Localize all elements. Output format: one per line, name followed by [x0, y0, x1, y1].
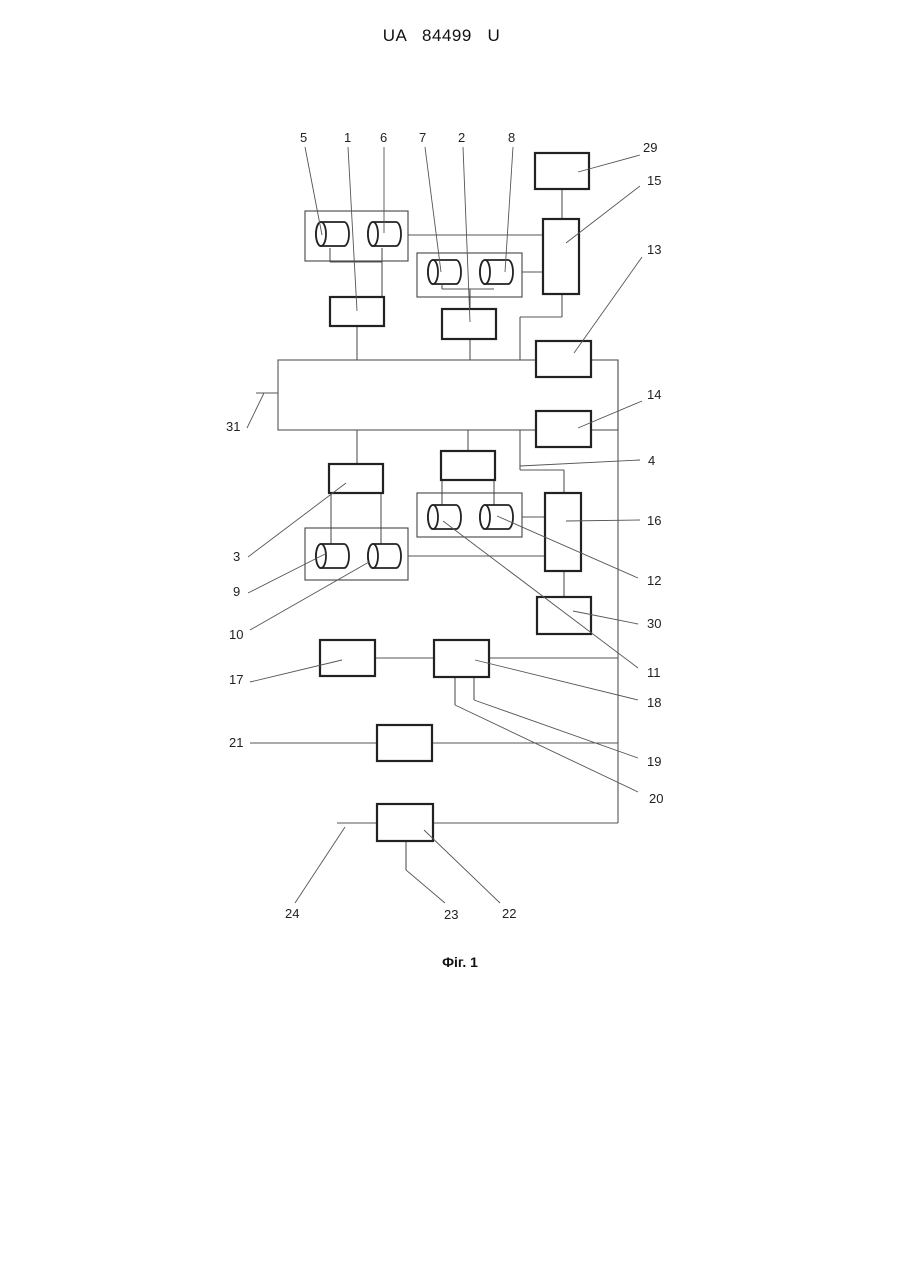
label-17: 17	[229, 672, 243, 687]
block-21	[377, 725, 432, 761]
label-23: 23	[444, 907, 458, 922]
label-13: 13	[647, 242, 661, 257]
figure-caption: Фіг. 1	[0, 954, 901, 970]
label-22: 22	[502, 906, 516, 921]
cylinder-12	[480, 505, 513, 529]
cylinders	[316, 222, 513, 568]
block-13	[536, 341, 591, 377]
block-2	[442, 309, 496, 339]
cylinder-6	[368, 222, 401, 246]
label-10: 10	[229, 627, 243, 642]
label-8: 8	[508, 130, 515, 145]
label-29: 29	[643, 140, 657, 155]
block-14	[536, 411, 591, 447]
block-15	[543, 219, 579, 294]
label-21: 21	[229, 735, 243, 750]
cylinder-7	[428, 260, 461, 284]
cylinder-11	[428, 505, 461, 529]
label-16: 16	[647, 513, 661, 528]
blocks	[320, 153, 591, 841]
cylinder-10	[368, 544, 401, 568]
cylinder-8	[480, 260, 513, 284]
cylinder-5	[316, 222, 349, 246]
label-5: 5	[300, 130, 307, 145]
block-4	[441, 451, 495, 480]
label-7: 7	[419, 130, 426, 145]
label-19: 19	[647, 754, 661, 769]
block-1	[330, 297, 384, 326]
block-16	[545, 493, 581, 571]
label-6: 6	[380, 130, 387, 145]
label-15: 15	[647, 173, 661, 188]
label-1: 1	[344, 130, 351, 145]
block-3	[329, 464, 383, 493]
label-3: 3	[233, 549, 240, 564]
label-20: 20	[649, 791, 663, 806]
label-31: 31	[226, 419, 240, 434]
label-4: 4	[648, 453, 655, 468]
label-18: 18	[647, 695, 661, 710]
label-9: 9	[233, 584, 240, 599]
block-30	[537, 597, 591, 634]
label-14: 14	[647, 387, 661, 402]
block-18	[434, 640, 489, 677]
label-2: 2	[458, 130, 465, 145]
label-24: 24	[285, 906, 299, 921]
block-22	[377, 804, 433, 841]
label-12: 12	[647, 573, 661, 588]
label-11: 11	[647, 665, 661, 680]
label-30: 30	[647, 616, 661, 631]
block-17	[320, 640, 375, 676]
